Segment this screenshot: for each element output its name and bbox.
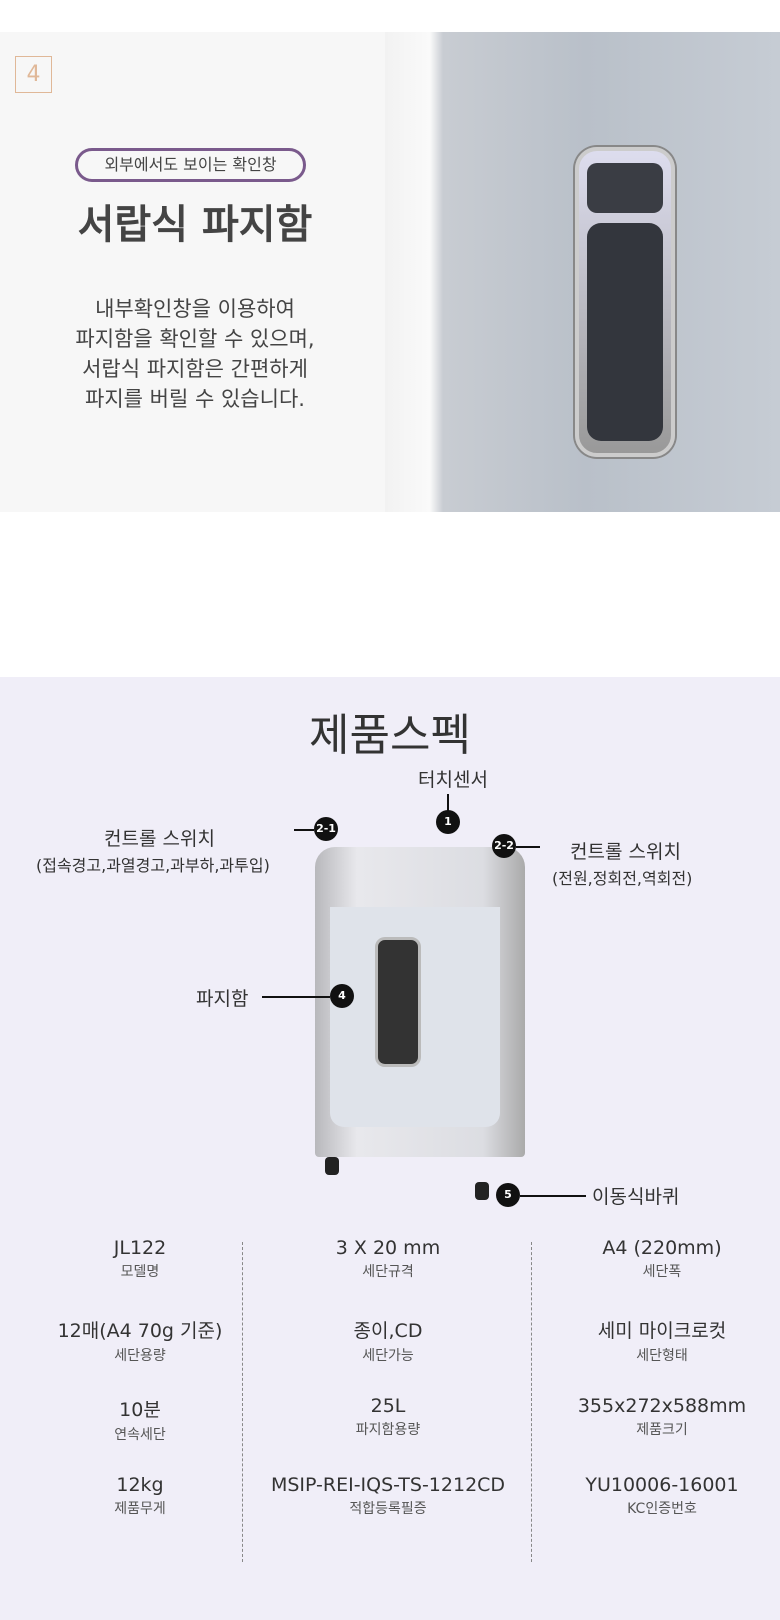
spec-value: 10분	[119, 1399, 161, 1421]
spec-value: 종이,CD	[353, 1320, 423, 1342]
bin-window-photo	[385, 32, 780, 512]
callout-wheel: 이동식바퀴	[592, 1186, 680, 1208]
badge-5: 5	[496, 1183, 520, 1207]
desc-line: 파지함을 확인할 수 있으며,	[75, 327, 315, 351]
wheel-icon	[325, 1157, 339, 1175]
desc-line: 내부확인창을 이용하여	[95, 297, 295, 321]
spec-key: 세단형태	[636, 1348, 688, 1364]
spec-value: 3 X 20 mm	[335, 1237, 441, 1259]
feature-number: 4	[15, 56, 52, 93]
spec-value: MSIP-REI-IQS-TS-1212CD	[270, 1474, 506, 1496]
spec-item: 12매(A4 70g 기준) 세단용량	[10, 1316, 270, 1365]
callout-control-switch-right: 컨트롤 스위치	[570, 841, 681, 863]
spec-value: JL122	[113, 1237, 167, 1259]
badge-2-2: 2-2	[492, 834, 516, 858]
spec-item: 25L 파지함용량	[258, 1395, 518, 1439]
callout-touch-sensor: 터치센서	[418, 769, 488, 791]
feature-description: 내부확인창을 이용하여 파지함을 확인할 수 있으며, 서랍식 파지함은 간편하…	[0, 294, 390, 414]
column-divider	[242, 1242, 243, 1562]
wheel-icon	[475, 1182, 489, 1200]
spec-value: 355x272x588mm	[577, 1395, 747, 1417]
spec-value: A4 (220mm)	[602, 1237, 722, 1259]
callout-control-switch-left-sub: (접속경고,과열경고,과부하,과투입)	[36, 856, 270, 875]
spec-key: 적합등록필증	[349, 1501, 427, 1517]
spec-item: A4 (220mm) 세단폭	[532, 1237, 780, 1281]
feature-tag: 외부에서도 보이는 확인창	[75, 148, 306, 182]
spec-item: 355x272x588mm 제품크기	[532, 1395, 780, 1439]
badge-2-1: 2-1	[314, 817, 338, 841]
spec-item: 3 X 20 mm 세단규격	[258, 1237, 518, 1281]
spec-value: 세미 마이크로컷	[597, 1320, 727, 1342]
spec-item: 12kg 제품무게	[10, 1474, 270, 1518]
spec-key: 세단용량	[114, 1348, 166, 1364]
column-divider	[531, 1242, 532, 1562]
spec-value: 25L	[370, 1395, 406, 1417]
spec-section: 제품스펙 터치센서 1 컨트롤 스위치 (접속경고,과열경고,과부하,과투입) …	[0, 677, 780, 1620]
spec-key: 제품크기	[636, 1422, 688, 1438]
spec-value: YU10006-16001	[585, 1474, 739, 1496]
inspection-window	[575, 147, 675, 457]
spec-value: 12매(A4 70g 기준)	[57, 1320, 223, 1342]
badge-1: 1	[436, 810, 460, 834]
spec-key: KC인증번호	[627, 1501, 697, 1517]
callout-control-switch-right-sub: (전원,정회전,역회전)	[552, 869, 693, 888]
shredder-image	[315, 847, 525, 1157]
spec-key: 제품무게	[114, 1501, 166, 1517]
callout-bin: 파지함	[196, 988, 249, 1010]
spec-key: 파지함용량	[355, 1422, 421, 1438]
spec-value: 12kg	[116, 1474, 164, 1496]
spec-key: 연속세단	[114, 1427, 166, 1443]
spec-item: MSIP-REI-IQS-TS-1212CD 적합등록필증	[258, 1474, 518, 1518]
spec-item: JL122 모델명	[10, 1237, 270, 1281]
spec-key: 세단규격	[362, 1264, 414, 1280]
spec-item: 종이,CD 세단가능	[258, 1316, 518, 1365]
desc-line: 서랍식 파지함은 간편하게	[82, 357, 308, 381]
badge-4: 4	[330, 984, 354, 1008]
spec-key: 모델명	[120, 1264, 160, 1280]
callout-control-switch-left: 컨트롤 스위치	[104, 828, 215, 850]
feature-section: 4 외부에서도 보이는 확인창 서랍식 파지함 내부확인창을 이용하여 파지함을…	[0, 32, 780, 512]
spec-key: 세단폭	[642, 1264, 682, 1280]
desc-line: 파지를 버릴 수 있습니다.	[85, 387, 305, 411]
spec-title: 제품스펙	[309, 710, 471, 761]
spec-key: 세단가능	[362, 1348, 414, 1364]
feature-title: 서랍식 파지함	[77, 202, 313, 248]
